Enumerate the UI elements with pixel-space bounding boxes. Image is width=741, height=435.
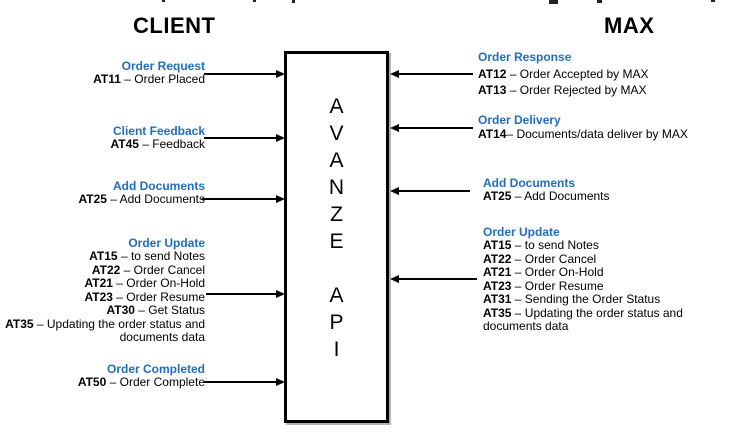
arrow-max-order-update-to-api	[390, 275, 477, 282]
at-code: AT23	[483, 278, 512, 293]
arrow-max-add-documents-to-api	[390, 187, 470, 194]
section-heading: Order Delivery	[478, 113, 561, 127]
at-line-at21: AT21 – Order On-Hold	[483, 265, 604, 279]
at-line-at23: AT23 – Order Resume	[483, 278, 604, 293]
section-lines: AT14– Documents/data deliver by MAX	[478, 127, 688, 143]
at-code: AT25	[483, 189, 512, 203]
at-code: AT13	[478, 82, 507, 97]
api-letter-a: A	[329, 95, 344, 118]
at-line-at50: AT50 – Order Complete	[77, 375, 205, 389]
section-heading: Add Documents	[112, 179, 205, 193]
cropped-text-artifact	[292, 0, 295, 3]
api-letter-i: I	[333, 338, 340, 361]
section-heading: Add Documents	[483, 176, 576, 190]
at-code: AT21	[483, 265, 512, 279]
at-line-at15: AT15 – to send Notes	[89, 249, 205, 263]
at-line-at11: AT11 – Order Placed	[93, 72, 205, 86]
api-letter-v: V	[329, 122, 344, 145]
section-lines: AT50 – Order Complete	[19, 375, 205, 390]
api-letter-a: A	[329, 284, 344, 307]
arrow-client-order-request-to-api	[204, 70, 285, 77]
at-line-at15: AT15 – to send Notes	[483, 238, 599, 252]
at-line-at22: AT22 – Order Cancel	[91, 262, 205, 277]
at-line-at35: AT35 – Updating the order status and doc…	[5, 316, 205, 344]
at-line-at31: AT31 – Sending the Order Status	[483, 292, 661, 306]
at-line-at30: AT30 – Get Status	[106, 303, 206, 317]
at-code: AT45	[110, 137, 139, 151]
section-lines: AT45 – Feedback	[5, 137, 206, 152]
max-title: MAX	[604, 13, 655, 38]
at-line-at21: AT21 – Order On-Hold	[84, 276, 206, 290]
at-line-at25: AT25 – Add Documents	[78, 192, 205, 206]
arrow-client-order-completed-to-api	[204, 378, 285, 385]
cropped-text-artifact	[711, 0, 715, 2]
at-code: AT15	[483, 238, 512, 252]
arrow-client-add-documents-to-api	[202, 195, 285, 202]
at-code: AT22	[91, 262, 121, 277]
section-heading: Client Feedback	[112, 124, 205, 138]
at-code: AT30	[106, 303, 135, 317]
at-code: AT50	[77, 375, 107, 389]
at-line-at14: AT14– Documents/data deliver by MAX	[478, 127, 688, 141]
api-letter-n: N	[328, 176, 345, 199]
at-line-at23: AT23 – Order Resume	[84, 289, 206, 304]
section-heading: Order Request	[121, 59, 205, 73]
client-title: CLIENT	[133, 13, 216, 38]
api-letter-a: A	[329, 149, 344, 172]
at-line-at35: AT35 – Updating the order status and doc…	[483, 305, 683, 333]
arrow-max-order-delivery-to-api	[390, 124, 473, 131]
at-code: AT15	[89, 249, 118, 263]
arrow-client-order-update-to-api	[206, 290, 285, 297]
cropped-text-artifact	[253, 0, 256, 2]
at-code: AT11	[93, 72, 121, 86]
cropped-text-artifact	[597, 0, 602, 3]
api-letter-gap	[287, 255, 386, 282]
section-lines: AT25 – Add Documents	[4, 192, 205, 207]
api-letter-z: Z	[330, 203, 343, 226]
at-code: AT31	[483, 292, 512, 306]
section-heading: Order Update	[128, 236, 205, 250]
at-line-at45: AT45 – Feedback	[110, 137, 206, 151]
at-code: AT35	[483, 305, 512, 320]
at-code: AT21	[84, 276, 113, 290]
at-code: AT14	[478, 127, 507, 141]
section-heading: Order Response	[478, 50, 572, 64]
api-letter-e: E	[329, 230, 344, 253]
at-code: AT35	[5, 316, 34, 331]
section-lines: AT11 – Order Placed	[9, 72, 205, 87]
at-code: AT12	[478, 67, 507, 81]
arrow-max-order-response-to-api	[390, 70, 473, 77]
cropped-text-artifact	[549, 0, 558, 4]
cropped-text-artifact	[162, 0, 165, 2]
at-line-at13: AT13 – Order Rejected by MAX	[478, 82, 647, 97]
at-code: AT23	[84, 289, 113, 304]
at-line-at25: AT25 – Add Documents	[483, 189, 610, 203]
arrow-client-feedback-to-api	[204, 134, 285, 141]
api-letter-p: P	[329, 311, 344, 334]
at-line-at12: AT12 – Order Accepted by MAX	[478, 67, 649, 81]
section-heading: Order Update	[483, 225, 560, 239]
at-code: AT25	[78, 192, 107, 206]
at-line-at22: AT22 – Order Cancel	[483, 251, 597, 266]
at-code: AT22	[483, 251, 512, 266]
section-lines: AT25 – Add Documents	[483, 189, 610, 204]
section-heading: Order Completed	[106, 362, 205, 376]
